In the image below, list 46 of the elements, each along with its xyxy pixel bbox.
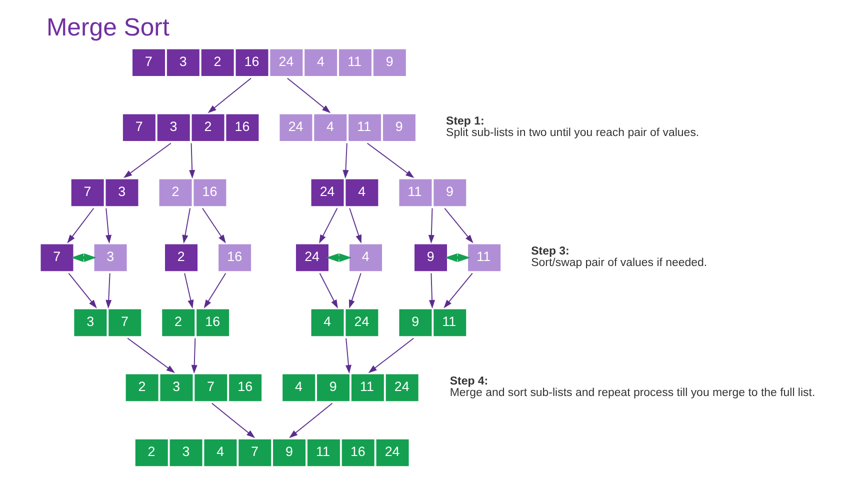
arrow bbox=[184, 272, 194, 309]
node-box: 16 bbox=[218, 244, 252, 272]
arrow bbox=[319, 272, 338, 308]
arrow bbox=[444, 253, 470, 262]
arrow bbox=[208, 78, 252, 114]
arrow bbox=[429, 272, 436, 309]
node-box: 9 bbox=[414, 244, 447, 272]
node-box: 4 bbox=[350, 244, 382, 272]
label: Sort/swap pair of values if needed. bbox=[531, 256, 708, 269]
node-box: 7 bbox=[40, 244, 74, 272]
arrow bbox=[127, 338, 175, 374]
arrow bbox=[189, 142, 196, 179]
arrow bbox=[71, 253, 96, 262]
arrow bbox=[366, 142, 414, 178]
label: Merge and sort sub-lists and repeat process till you merge to the full list. bbox=[450, 386, 816, 399]
arrow bbox=[368, 338, 414, 374]
arrow bbox=[342, 142, 349, 179]
label: Step 3: bbox=[531, 245, 570, 258]
arrow bbox=[191, 338, 198, 374]
arrow bbox=[204, 272, 226, 308]
arrow bbox=[345, 338, 352, 374]
arrow bbox=[211, 402, 256, 438]
node-box: 24 bbox=[296, 244, 328, 272]
label: Step 1: bbox=[446, 115, 484, 128]
arrow bbox=[348, 272, 362, 309]
arrow bbox=[123, 142, 172, 178]
arrow bbox=[444, 208, 474, 244]
arrow bbox=[106, 208, 112, 244]
arrow bbox=[106, 272, 112, 309]
arrow bbox=[286, 78, 331, 114]
node-box: 3 bbox=[94, 244, 127, 272]
arrow bbox=[444, 272, 473, 308]
arrow bbox=[428, 208, 434, 244]
arrow bbox=[68, 272, 97, 308]
node-box: 11 bbox=[468, 244, 501, 272]
arrow bbox=[349, 208, 362, 244]
arrow bbox=[289, 402, 333, 438]
diagram-title: Merge Sort bbox=[46, 14, 170, 42]
arrow bbox=[67, 208, 94, 244]
label: Step 4: bbox=[450, 375, 488, 388]
label: Split sub-lists in two until you reach pair of values. bbox=[446, 126, 700, 139]
arrow bbox=[326, 253, 352, 262]
arrow bbox=[202, 208, 226, 244]
arrow bbox=[319, 208, 338, 244]
arrow bbox=[182, 208, 191, 244]
node-box: 2 bbox=[165, 244, 198, 272]
